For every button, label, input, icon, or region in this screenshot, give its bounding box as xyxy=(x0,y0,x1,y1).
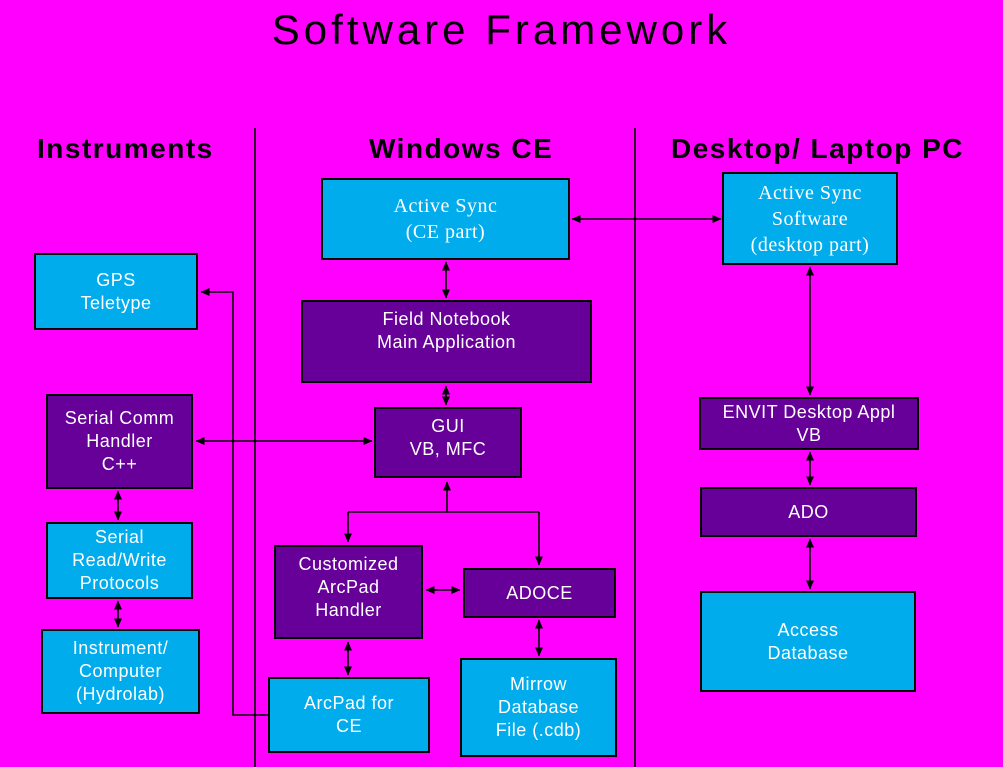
node-instrument-computer: Instrument/ Computer (Hydrolab) xyxy=(41,629,200,714)
node-adoce: ADOCE xyxy=(463,568,616,618)
node-ado: ADO xyxy=(700,487,917,537)
node-active-sync-ce: Active Sync (CE part) xyxy=(321,178,570,260)
node-serial-readwrite-protocols: Serial Read/Write Protocols xyxy=(46,522,193,599)
node-gui: GUI VB, MFC xyxy=(374,407,522,478)
node-serial-comm-handler: Serial Comm Handler C++ xyxy=(46,394,193,489)
node-mirrow-database-file: Mirrow Database File (.cdb) xyxy=(460,658,617,757)
node-customized-arcpad-handler: Customized ArcPad Handler xyxy=(274,545,423,639)
column-header-desktop-pc: Desktop/ Laptop PC xyxy=(671,133,965,164)
node-field-notebook: Field Notebook Main Application xyxy=(301,300,592,383)
node-active-sync-desktop: Active Sync Software (desktop part) xyxy=(722,172,898,265)
column-header-windows-ce: Windows CE xyxy=(369,133,554,164)
column-header-instruments: Instruments xyxy=(37,133,214,164)
arrow-arcpadce-gpsteletype xyxy=(200,288,268,716)
node-access-database: Access Database xyxy=(700,591,916,692)
node-gps-teletype: GPS Teletype xyxy=(34,253,198,330)
node-arcpad-for-ce: ArcPad for CE xyxy=(268,677,430,753)
slide-title: Software Framework xyxy=(271,6,732,53)
node-envit-desktop-appl: ENVIT Desktop Appl VB xyxy=(699,397,919,450)
